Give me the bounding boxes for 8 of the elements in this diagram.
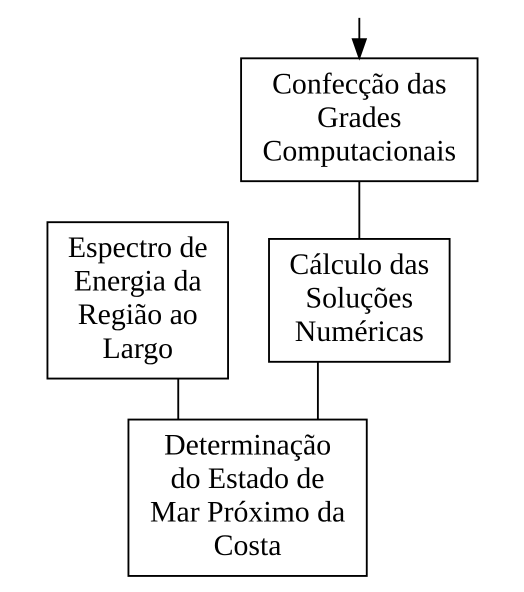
connector [358, 181, 360, 238]
connector [316, 362, 318, 420]
node-box: Determinação do Estado de Mar Próximo da Costa [127, 418, 368, 577]
node-box: Cálculo das Soluções Numéricas [268, 238, 450, 363]
arrow [351, 18, 367, 61]
node-box: Espectro de Energia da Região ao Largo [46, 221, 228, 380]
connector [176, 378, 179, 420]
node-box: Confecção das Grades Computacionais [240, 57, 478, 182]
